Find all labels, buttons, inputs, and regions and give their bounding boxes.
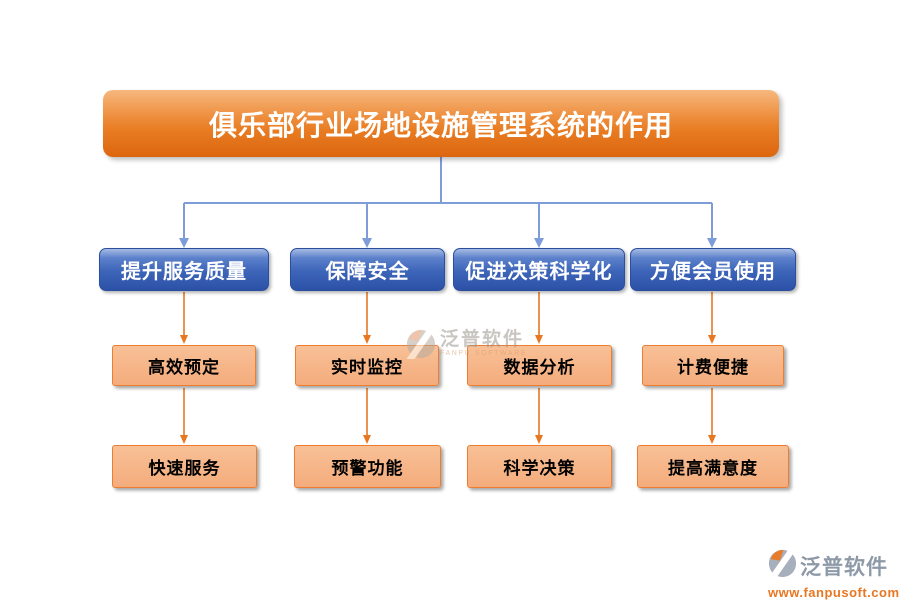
sub-box-label: 提高满意度 [668, 459, 758, 478]
sub-box-label: 计费便捷 [677, 358, 749, 377]
branch-box-safety: 保障安全 [290, 248, 445, 291]
sub-box-label: 预警功能 [331, 459, 404, 478]
diagram-title-text: 俱乐部行业场地设施管理系统的作用 [208, 109, 673, 141]
sub-box-label: 科学决策 [503, 459, 576, 478]
branch-box-decision: 促进决策科学化 [453, 248, 625, 291]
branch-box-service-quality: 提升服务质量 [99, 248, 269, 291]
sub-box-label: 快速服务 [148, 459, 221, 478]
sub-box-efficient-booking: 高效预定 [112, 345, 256, 386]
sub-box-fast-service: 快速服务 [112, 445, 257, 488]
branch-box-member-use: 方便会员使用 [630, 248, 796, 291]
branch-label: 方便会员使用 [650, 261, 776, 283]
branch-label: 保障安全 [325, 261, 410, 283]
sub-box-label: 数据分析 [503, 358, 576, 377]
footer-logo-name: 泛普软件 [800, 556, 888, 579]
sub-box-scientific-decision: 科学决策 [467, 445, 612, 488]
sub-box-label: 高效预定 [148, 358, 220, 377]
sub-box-label: 实时监控 [331, 358, 403, 377]
fanpu-logo-icon [768, 545, 797, 583]
sub-box-convenient-billing: 计费便捷 [642, 345, 784, 386]
diagram-title: 俱乐部行业场地设施管理系统的作用 [103, 90, 779, 157]
sub-box-data-analysis: 数据分析 [467, 345, 612, 386]
sub-box-improve-satisfaction: 提高满意度 [637, 445, 789, 488]
branch-label: 促进决策科学化 [465, 261, 613, 283]
branch-label: 提升服务质量 [121, 261, 247, 283]
footer-logo: 泛普软件 www.fanpusoft.com [768, 545, 900, 600]
footer-logo-url: www.fanpusoft.com [768, 585, 900, 600]
sub-box-realtime-monitoring: 实时监控 [295, 345, 439, 386]
sub-box-warning-function: 预警功能 [294, 445, 441, 488]
